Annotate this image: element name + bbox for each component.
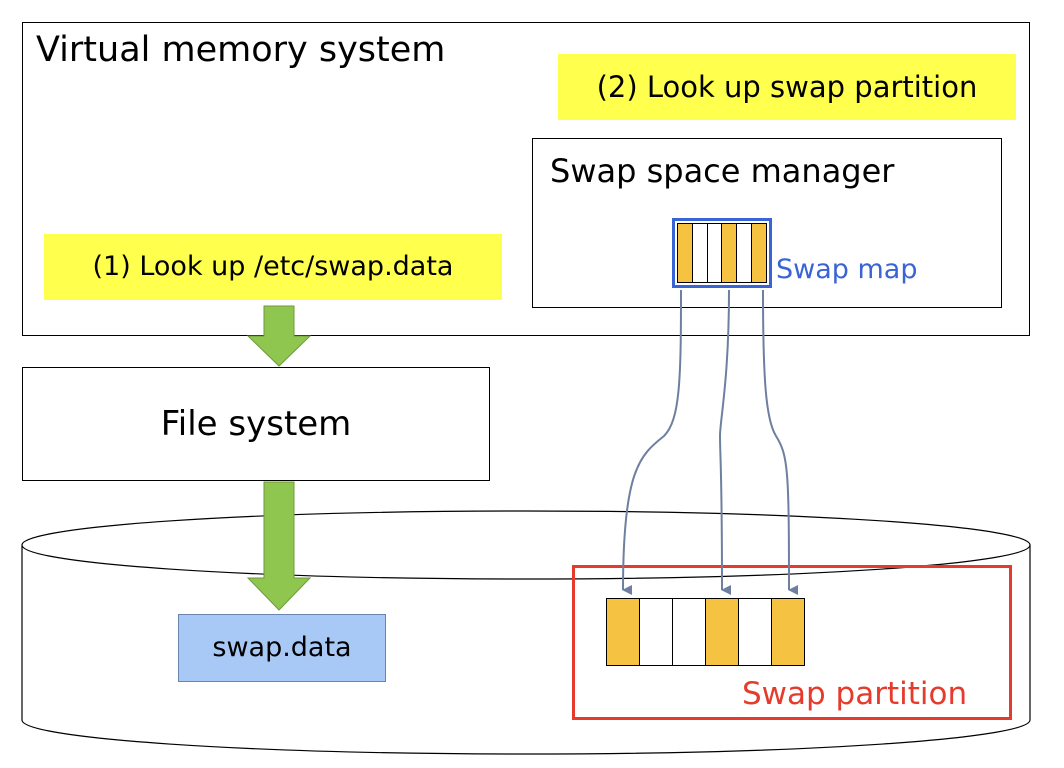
swap-data-box: [178, 614, 386, 682]
green-arrow-to-swap-data: [246, 481, 312, 611]
green-arrow-to-file-system: [246, 305, 312, 367]
file-system-box: [22, 367, 490, 481]
file-system-title: File system: [160, 404, 352, 444]
step1-label: (1) Look up /etc/swap.data: [92, 251, 454, 282]
swap-manager-title: Swap space manager: [550, 152, 895, 190]
step1-highlight: [44, 234, 502, 300]
swap-map: [672, 218, 772, 288]
swap-data-label: swap.data: [212, 632, 352, 663]
vm-system-title: Virtual memory system: [36, 30, 446, 70]
swap-partition-slots: [606, 598, 806, 666]
swap-partition-label: Swap partition: [742, 676, 968, 712]
swap-partition-slot-4: [705, 598, 739, 666]
swap-partition-box: [572, 565, 1012, 720]
swap-partition-slot-6: [771, 598, 805, 666]
swap-map-slot-6: [751, 223, 767, 283]
swap-map-label: Swap map: [776, 254, 918, 285]
swap-partition-slot-1: [606, 598, 640, 666]
step2-label: (2) Look up swap partition: [596, 70, 978, 104]
swap-partition-slot-2: [639, 598, 673, 666]
swap-manager-box: [532, 138, 1002, 308]
swap-partition-slot-3: [672, 598, 706, 666]
connector-slot-4: [718, 289, 732, 595]
connector-slot-6: [762, 289, 799, 595]
step2-highlight: [558, 54, 1016, 120]
swap-partition-slot-5: [738, 598, 772, 666]
connector-slot-1: [622, 289, 682, 596]
